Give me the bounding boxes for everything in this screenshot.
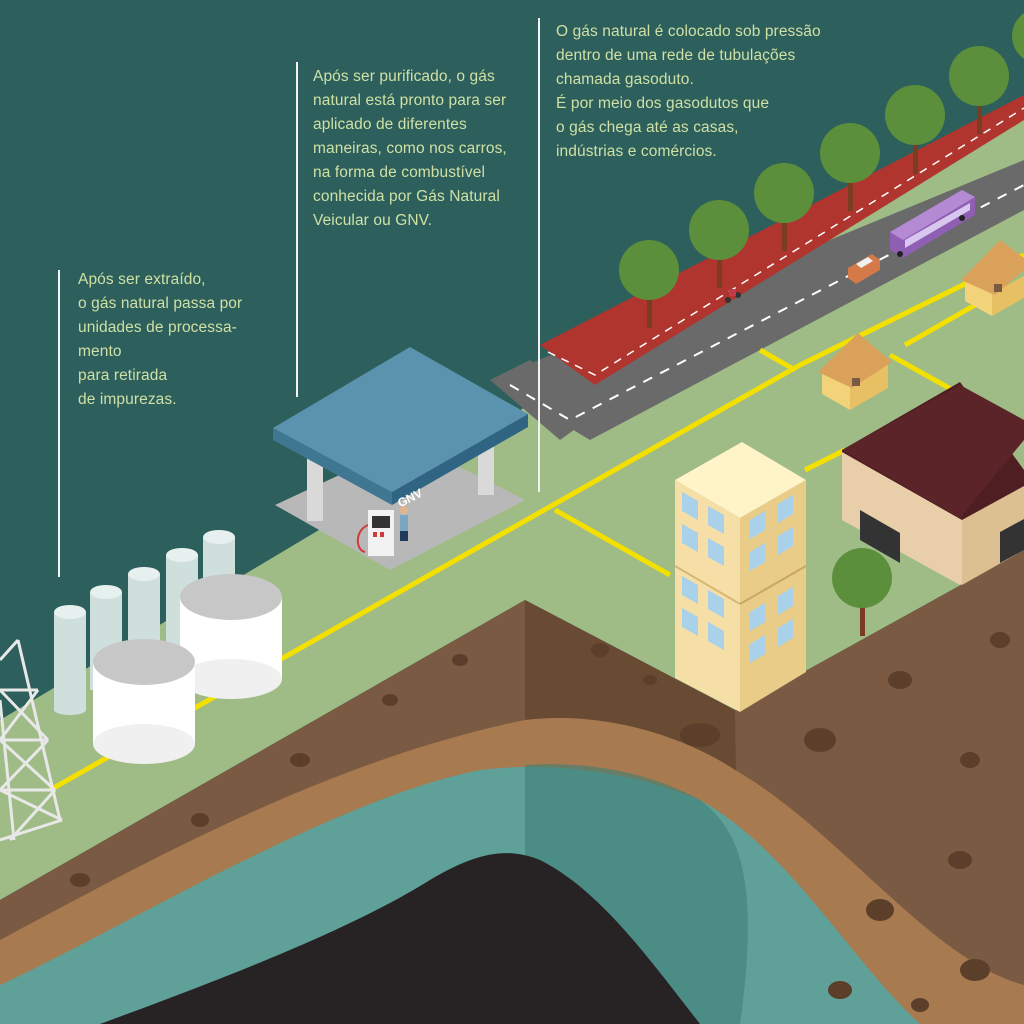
canopy-top (273, 347, 528, 492)
station-pillar (307, 455, 323, 521)
trees (619, 13, 1024, 636)
main-gas-pipeline (48, 252, 1024, 793)
annotation-processing: Após ser extraído, o gás natural passa p… (78, 271, 243, 408)
tree (820, 123, 880, 211)
soil-rocks (70, 632, 1010, 1012)
underground-cross-section (0, 550, 1024, 1024)
bike-lane-line (547, 107, 1024, 376)
leader-line-pipeline (538, 18, 540, 492)
canopy-left-edge (273, 428, 392, 505)
tree (885, 85, 945, 174)
warehouse-door (1000, 519, 1024, 563)
annotation-gnv: Após ser purificado, o gás natural está … (313, 68, 507, 229)
large-storage-tank (180, 574, 282, 699)
house (961, 240, 1024, 316)
main-road (490, 160, 1024, 440)
annotation-pipeline: O gás natural é colocado sob pressão den… (556, 23, 821, 160)
processing-tanks (54, 530, 282, 764)
station-floor (275, 442, 525, 570)
pipeline-branch-warehouse (803, 447, 847, 473)
motorcycle (725, 289, 741, 303)
leader-line-processing (58, 270, 60, 577)
attendant (400, 506, 408, 541)
large-storage-tank (93, 639, 195, 764)
leader-line-gnv (296, 62, 298, 397)
tree (949, 46, 1009, 134)
gnv-station: GNV (273, 347, 528, 570)
warehouse-door (860, 510, 900, 563)
drilling-tower (0, 638, 63, 842)
tree (689, 200, 749, 288)
building-windows (682, 492, 793, 663)
pipeline-branch-house (758, 347, 797, 373)
tree (832, 548, 892, 636)
fuel-pump (356, 510, 394, 556)
apartment-building (674, 442, 807, 712)
tree (754, 163, 814, 251)
warehouse (842, 382, 1024, 585)
pipeline-branch-building (553, 507, 672, 578)
gas-reservoir (100, 853, 700, 1024)
pipeline-branch-houses (903, 302, 977, 348)
house (818, 333, 892, 410)
bus (890, 190, 975, 258)
road-center-line (509, 184, 1024, 422)
canopy-right-edge (392, 414, 528, 505)
road-branch (490, 360, 595, 440)
tree (619, 240, 679, 328)
station-pillar (478, 445, 494, 495)
tree (1012, 13, 1024, 59)
slim-tank (54, 605, 86, 715)
car (848, 254, 880, 284)
